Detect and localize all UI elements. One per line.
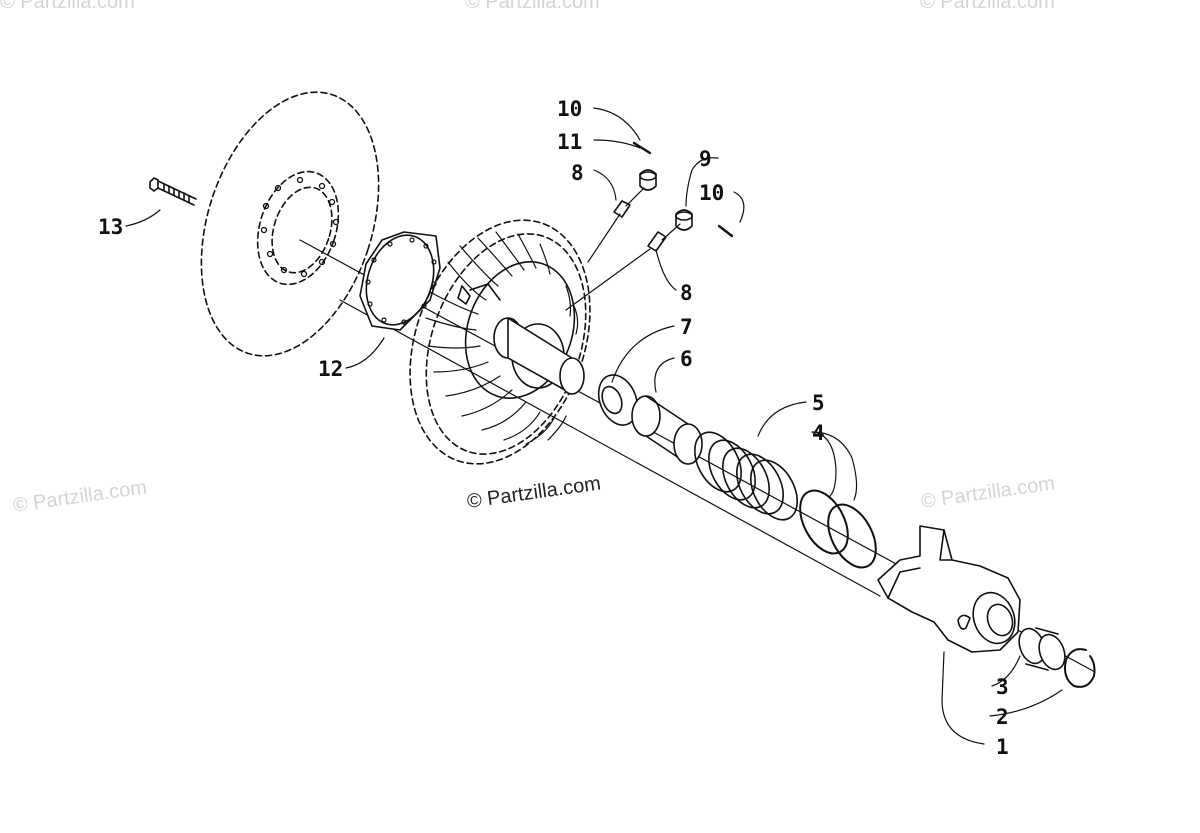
callout-11: 11 <box>557 130 582 154</box>
callout-9: 9 <box>699 147 712 171</box>
spring-5 <box>694 431 798 521</box>
bushing-3 <box>1018 627 1066 671</box>
callout-12: 12 <box>318 357 343 381</box>
leader-lines <box>125 107 1063 745</box>
callout-labels: 10 11 8 9 10 13 8 7 6 12 5 4 3 2 1 <box>98 97 1009 759</box>
callout-7: 7 <box>680 315 693 339</box>
callout-2: 2 <box>996 705 1009 729</box>
snap-ring-2 <box>1064 648 1096 688</box>
watermark-right: © Partzilla.com <box>920 472 1057 513</box>
watermark-center: © Partzilla.com <box>466 472 603 513</box>
shaft-axis-lower <box>339 299 881 597</box>
watermark-top-center: © Partzilla.com <box>465 0 600 13</box>
pin-8-lower <box>565 223 681 311</box>
callout-6: 6 <box>680 347 693 371</box>
pin-8-upper <box>587 187 645 263</box>
callout-4: 4 <box>812 421 825 445</box>
pin-10 <box>717 224 734 238</box>
roller-9-upper <box>639 169 657 191</box>
ring-4-a <box>799 489 849 555</box>
ring-4-b <box>827 503 877 569</box>
bolt-13 <box>149 177 197 206</box>
washer-7 <box>597 374 639 426</box>
helix-cam-1 <box>877 525 1021 653</box>
callout-10-top: 10 <box>557 97 582 121</box>
sheave-fins <box>425 231 579 445</box>
pin-11 <box>632 141 652 155</box>
gasket-ring-12 <box>359 231 441 331</box>
callout-3: 3 <box>996 675 1009 699</box>
watermark-top-left: © Partzilla.com <box>0 0 135 13</box>
callout-13: 13 <box>98 215 123 239</box>
watermark-top-right: © Partzilla.com <box>920 0 1055 13</box>
callout-5: 5 <box>812 391 825 415</box>
callout-1: 1 <box>996 735 1009 759</box>
sheave-hub <box>457 283 585 395</box>
callout-8-top: 8 <box>571 161 584 185</box>
watermark-left: © Partzilla.com <box>12 476 149 517</box>
stationary-sheave <box>200 91 380 357</box>
roller-9-lower <box>675 209 693 231</box>
stationary-sheave-bolt-holes <box>260 176 340 278</box>
callout-10-right: 10 <box>699 181 724 205</box>
sleeve-6 <box>631 395 703 465</box>
callout-8-lower: 8 <box>680 281 693 305</box>
